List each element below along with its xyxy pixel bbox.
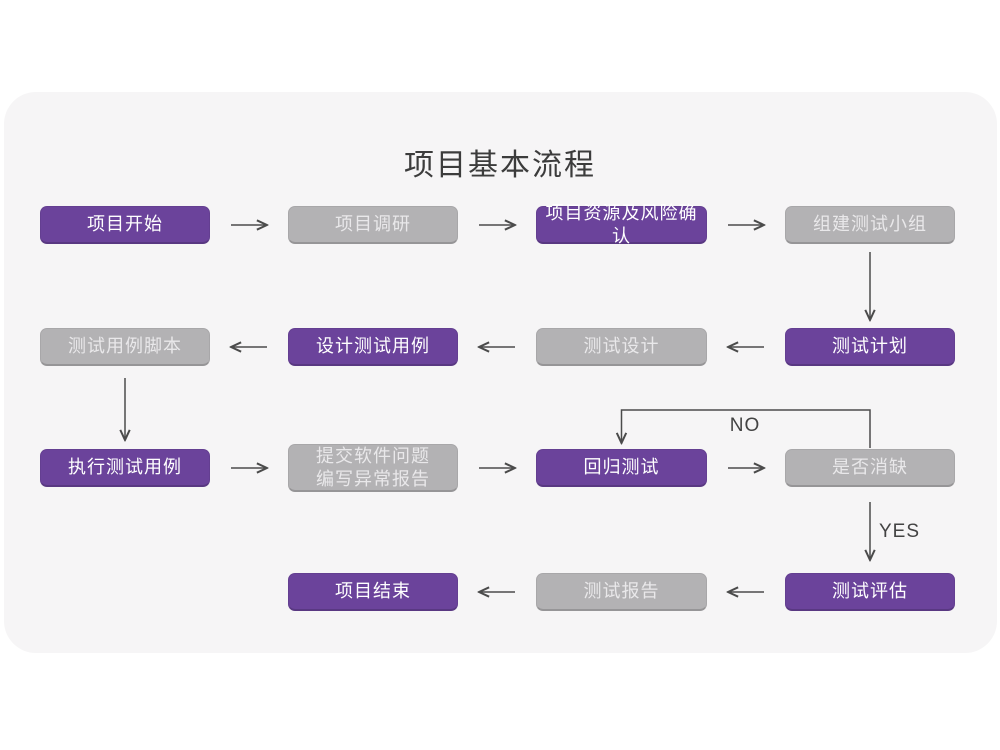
no-branch-label: NO: [729, 415, 761, 436]
node-design-test-case: 设计测试用例: [288, 328, 458, 366]
yes-branch-label: YES: [879, 521, 921, 542]
node-test-case-script: 测试用例脚本: [40, 328, 210, 366]
node-project-start: 项目开始: [40, 206, 210, 244]
node-project-research: 项目调研: [288, 206, 458, 244]
node-regression-test: 回归测试: [536, 449, 707, 487]
node-build-test-team: 组建测试小组: [785, 206, 955, 244]
node-submit-issue-report-line2: 编写异常报告: [316, 468, 430, 489]
node-test-plan: 测试计划: [785, 328, 955, 366]
diagram-title: 项目基本流程: [404, 149, 596, 182]
node-resource-risk-confirm: 项目资源及风险确认: [536, 203, 707, 246]
node-test-evaluation: 测试评估: [785, 573, 955, 611]
flowchart-card: [4, 92, 997, 653]
node-test-report: 测试报告: [536, 573, 707, 611]
node-test-design: 测试设计: [536, 328, 707, 366]
node-project-end: 项目结束: [288, 573, 458, 611]
node-submit-issue-report-line1: 提交软件问题: [316, 446, 430, 467]
node-submit-issue-report: 提交软件问题 编写异常报告: [288, 444, 458, 492]
node-execute-test-case: 执行测试用例: [40, 449, 210, 487]
node-defect-cleared-decision: 是否消缺: [785, 449, 955, 487]
